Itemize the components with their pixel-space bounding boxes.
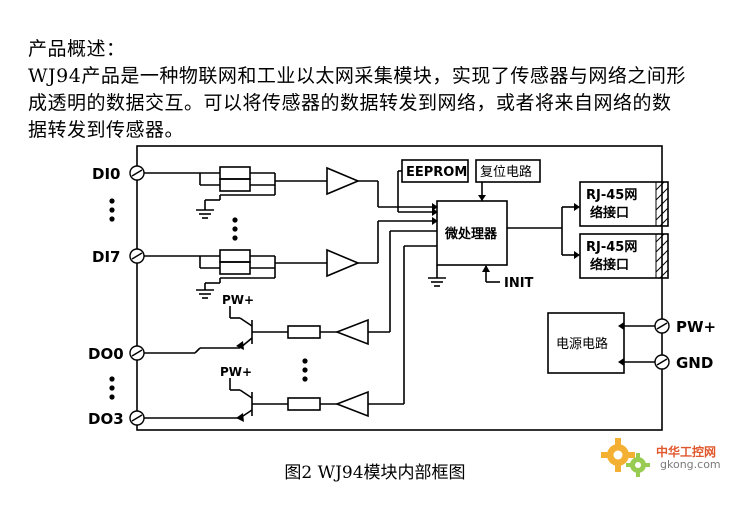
terminal-pw (654, 318, 670, 334)
driver-do0 (334, 318, 369, 346)
intro-line-1: WJ94产品是一种物联网和工业以太网采集模块，实现了传感器与网络之间形 (28, 65, 686, 87)
terminal-do3 (129, 410, 145, 426)
label-reset: 复位电路 (480, 164, 532, 180)
arrow-do0-transistor (236, 341, 244, 350)
intro-heading: 产品概述： (28, 38, 126, 60)
intro-line-2: 成透明的数据交互。可以将传感器的数据转发到网络，或者将来自网络的数 (28, 92, 672, 114)
resistor-di0-a (219, 166, 251, 180)
resistor-di7-b (219, 261, 251, 275)
label-di0: DI0 (92, 165, 120, 183)
label-di7: DI7 (92, 248, 120, 266)
label-do3: DO3 (88, 410, 124, 428)
label-rj45-2-line2: 络接口 (590, 257, 629, 273)
power-block (547, 312, 625, 374)
figure-caption: 图2 WJ94模块内部框图 (284, 463, 466, 483)
buffer-di7 (326, 248, 361, 278)
arrow-reset (478, 195, 486, 201)
label-rj45-1-line2: 络接口 (590, 205, 629, 221)
resistor-di7-a (219, 249, 251, 263)
resistor-do0 (287, 325, 321, 339)
intro-line-3: 据转发到传感器。 (28, 119, 185, 141)
terminal-di7 (129, 248, 145, 264)
arrow-rj45-2 (574, 251, 580, 259)
reset-block (475, 159, 541, 183)
resistor-do3 (287, 397, 321, 411)
arrow-di7 (432, 217, 438, 225)
terminal-gnd (654, 354, 670, 370)
mcu-block (436, 200, 508, 266)
driver-do3 (334, 390, 369, 418)
arrow-eeprom (432, 208, 438, 216)
arrow-power-pw (618, 322, 624, 330)
label-pw-lower: PW+ (220, 365, 252, 379)
arrow-rj45-1 (574, 203, 580, 211)
arrow-do3-transistor (236, 413, 244, 422)
label-do0: DO0 (88, 345, 124, 363)
watermark-url: gkong.com (660, 458, 721, 471)
label-init: INIT (504, 276, 534, 291)
module-outline (136, 145, 663, 431)
label-rj45-1-line1: RJ-45网 (586, 188, 637, 203)
label-pw-upper: PW+ (222, 293, 254, 307)
arrow-init (482, 265, 490, 272)
label-pw-terminal: PW+ (676, 318, 716, 336)
label-power-block: 电源电路 (556, 336, 608, 352)
label-gnd-terminal: GND (676, 354, 713, 372)
label-mcu: 微处理器 (444, 226, 498, 242)
terminal-do0 (129, 345, 145, 361)
gear-icon (601, 438, 650, 477)
label-rj45-2-line1: RJ-45网 (586, 240, 637, 255)
arrow-power-gnd (618, 358, 624, 366)
watermark: 中华工控网 gkong.com (600, 433, 740, 483)
resistor-di0-b (219, 178, 251, 192)
label-eeprom: EEPROM (406, 165, 467, 180)
watermark-brand: 中华工控网 (656, 445, 717, 459)
buffer-di0 (326, 166, 361, 196)
terminal-di0 (129, 165, 145, 181)
intro-text: 产品概述： WJ94产品是一种物联网和工业以太网采集模块，实现了传感器与网络之间… (28, 36, 728, 144)
